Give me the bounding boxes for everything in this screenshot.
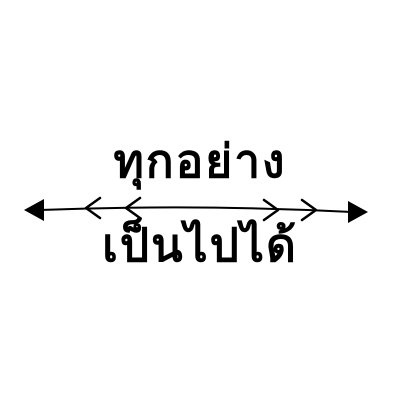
top-text-line: ทุกอย่าง [113, 134, 287, 188]
chevron-left-2 [124, 196, 142, 220]
chevron-left-1 [84, 196, 102, 220]
arrow-head-left [24, 199, 44, 221]
chevron-right-1 [262, 198, 280, 222]
chevron-right-2 [300, 198, 318, 222]
arrow-head-right [348, 201, 368, 223]
arrow-shaft [39, 206, 353, 213]
bottom-text-line: เป็นไปได้ [102, 218, 298, 272]
